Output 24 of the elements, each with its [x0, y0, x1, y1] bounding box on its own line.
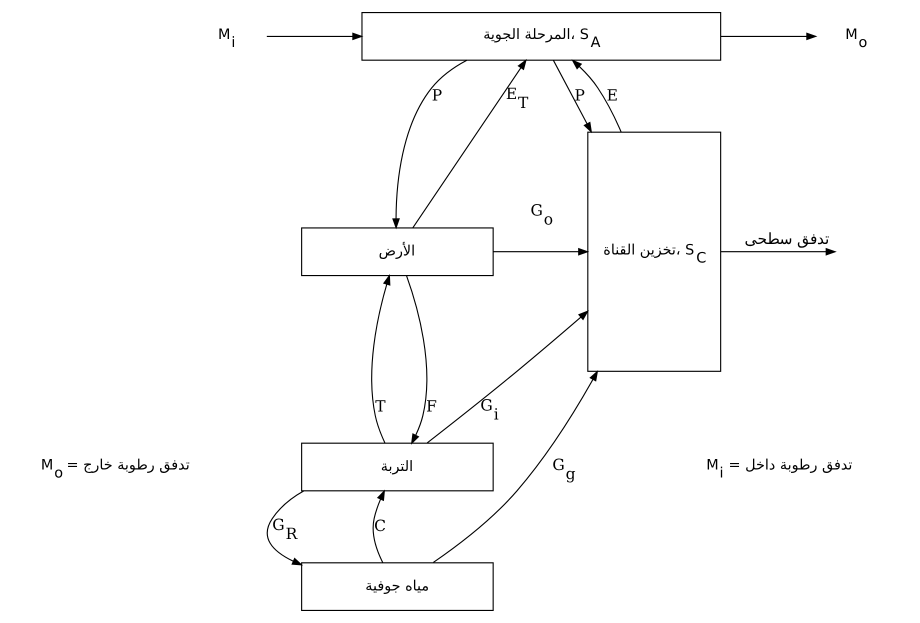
edge-label: تدفق سطحى [744, 230, 829, 248]
arrow [426, 310, 588, 444]
node-box: التربة [300, 442, 494, 492]
arrow [492, 248, 589, 256]
arrow [412, 58, 526, 228]
edge-label: T [374, 397, 386, 416]
arrow [720, 248, 836, 256]
edge-label: P [431, 86, 442, 104]
arrow [432, 370, 598, 563]
arrow [266, 490, 304, 566]
edge-label: C [374, 516, 386, 535]
arrow [552, 60, 592, 134]
edge-label: F [426, 397, 436, 416]
node-box: الأرض [300, 227, 494, 276]
arrow [266, 32, 363, 40]
arrow [370, 274, 390, 444]
node-box: مياه جوفية [300, 562, 494, 611]
arrow [372, 489, 385, 563]
arrow [406, 276, 427, 445]
edge-label: E [606, 86, 618, 104]
arrow [570, 59, 622, 132]
arrow [392, 60, 467, 230]
arrow [720, 32, 817, 40]
edge-label: P [574, 86, 584, 104]
